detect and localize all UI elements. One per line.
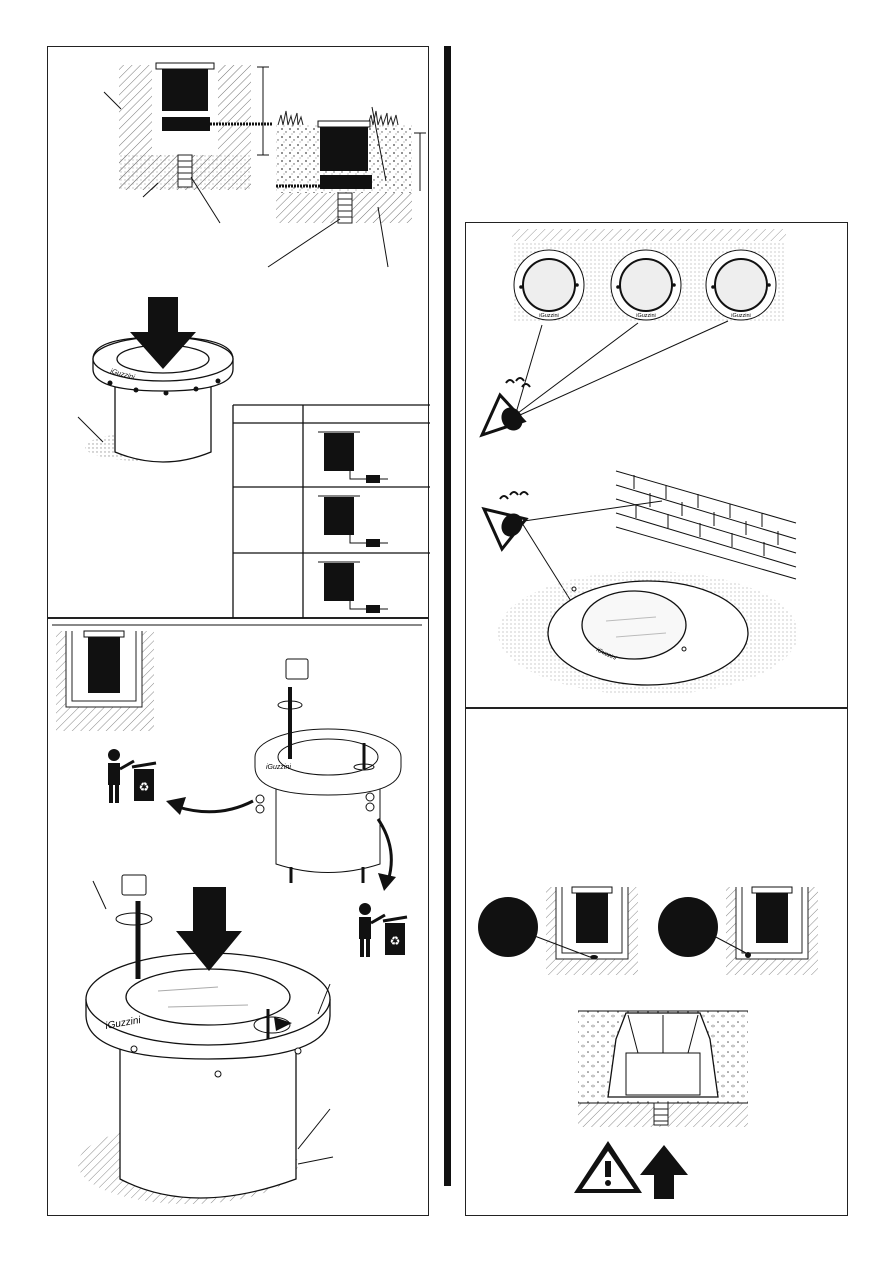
fixture-unscrew-diagram: iGuzzini	[166, 658, 402, 891]
indicator-circle-1	[478, 897, 538, 957]
table-row-2-fixture-icon	[318, 495, 388, 547]
housing-section-diagram	[56, 630, 154, 731]
page-divider	[444, 46, 451, 1186]
fixture-top-view-1: iGuzzini	[513, 249, 585, 321]
drainage-warning-figure	[478, 886, 818, 1199]
viewing-orientation-figure: iGuzzini iGuzzini iGuzzini iGuzzini	[479, 229, 798, 695]
section-ground-diagram	[267, 106, 426, 268]
section-drain-diagram-2	[711, 886, 818, 975]
panel-drainage-warning	[465, 708, 848, 1216]
brick-wall-diagram	[615, 470, 797, 580]
panel-installation-depth: iGuzzini	[47, 46, 430, 619]
panel-viewing-orientation: iGuzzini iGuzzini iGuzzini iGuzzini	[465, 222, 848, 708]
table-row-1-fixture-icon	[318, 431, 388, 483]
warning-triangle-icon	[574, 1141, 642, 1193]
packaging-removal-figure: iGuzzini ♻ ♻ iGuzzi	[52, 624, 422, 1204]
panel-packaging-removal: iGuzzini ♻ ♻ iGuzzi	[47, 618, 429, 1216]
cable-options-table	[232, 404, 430, 619]
fixture-insert-diagram: iGuzzini	[77, 297, 234, 463]
fixture-ground-view: iGuzzini	[498, 571, 798, 695]
fixture-top-view-1-label: iGuzzini	[539, 313, 559, 319]
installation-depth-figure: iGuzzini	[77, 62, 430, 619]
fixture-ground-section	[578, 1010, 748, 1127]
fixture-top-view-3: iGuzzini	[705, 249, 777, 321]
down-arrow-icon	[130, 297, 196, 369]
up-arrow-icon	[640, 1145, 688, 1199]
section-drain-diagram-1	[531, 886, 638, 975]
recycle-bin-icon: ♻	[108, 749, 157, 803]
svg-text:♻: ♻	[139, 780, 150, 794]
fixture-top-view-3-label: iGuzzini	[731, 313, 751, 319]
fixture-top-view-2-label: iGuzzini	[636, 313, 656, 319]
eye-viewer-icon	[479, 377, 531, 438]
down-arrow-icon	[176, 887, 242, 971]
section-concrete-diagram	[103, 62, 273, 224]
fixture-large-diagram: iGuzzini	[78, 874, 334, 1204]
fixture-top-view-2: iGuzzini	[610, 249, 682, 321]
table-row-3-fixture-icon	[318, 561, 388, 613]
eye-viewer-icon	[481, 491, 529, 552]
svg-text:♻: ♻	[390, 934, 401, 948]
indicator-circle-2	[658, 897, 718, 957]
fixture-upper-brand-label: iGuzzini	[266, 764, 291, 771]
recycle-bin-icon: ♻	[359, 903, 408, 957]
